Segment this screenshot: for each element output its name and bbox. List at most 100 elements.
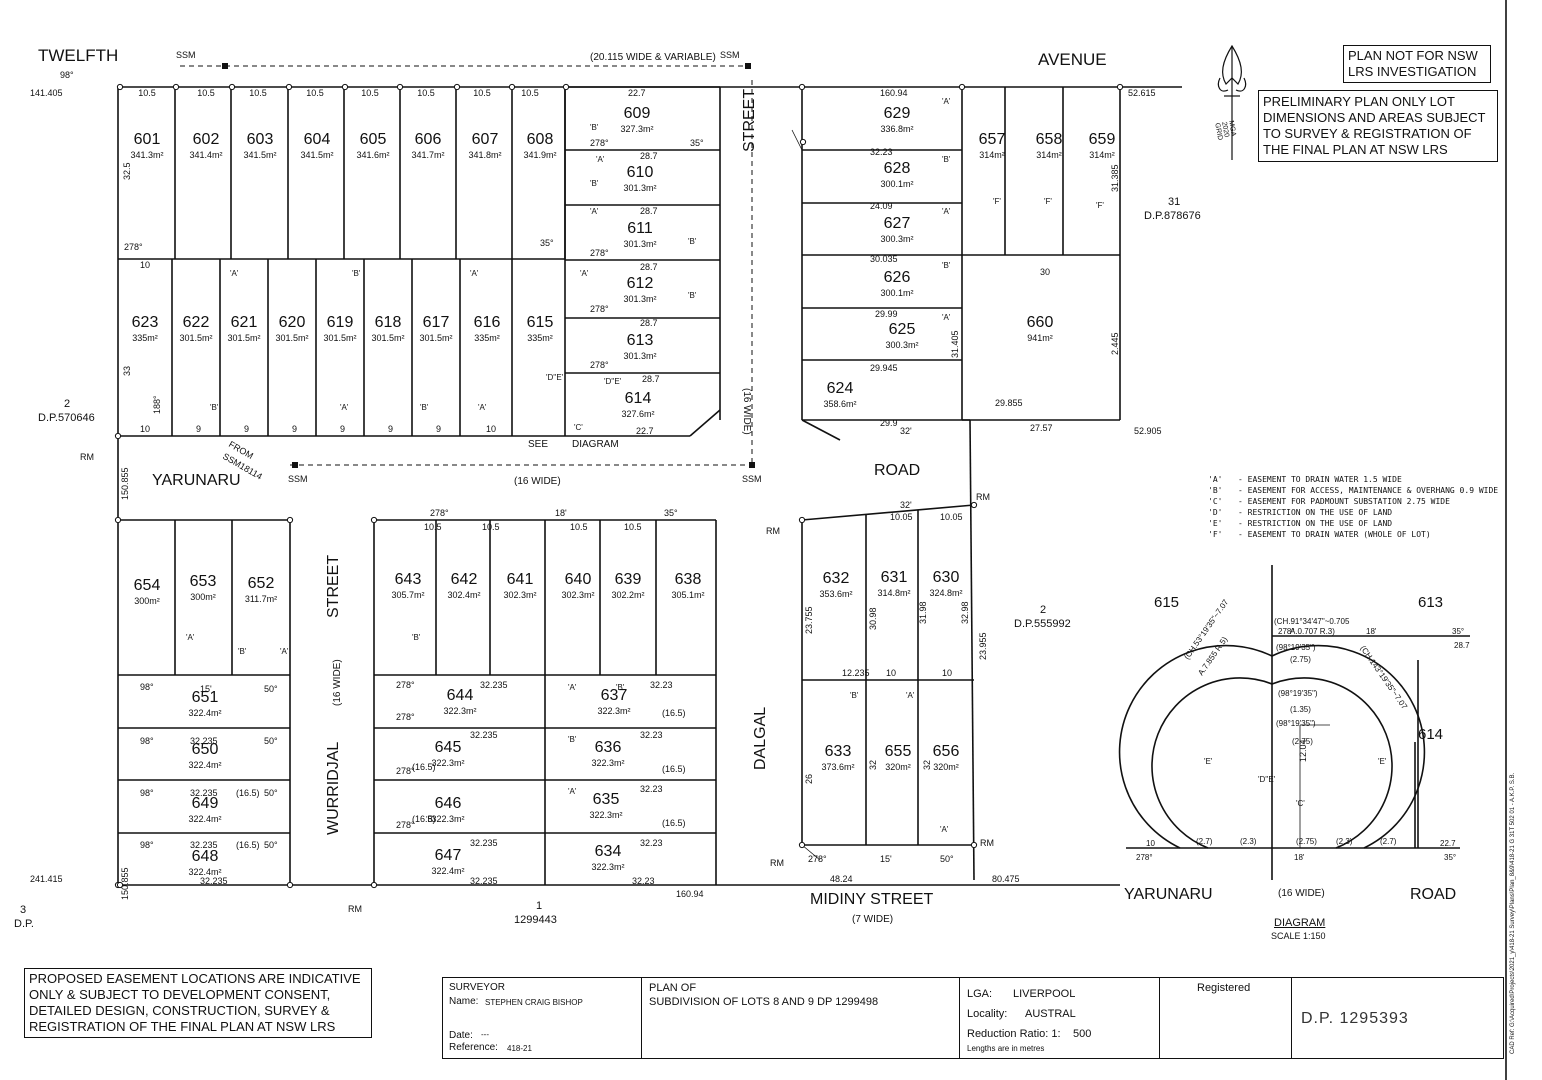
dimension-label: 32.23: [650, 680, 673, 690]
easement-label: 'D''E': [546, 373, 564, 382]
lot-656-number: 656: [933, 743, 960, 760]
survey-mark-icon: [172, 83, 180, 91]
dimension-label: (2.75): [1296, 837, 1317, 846]
dimension-label: 10: [140, 424, 150, 434]
survey-mark-icon: [799, 138, 807, 146]
survey-mark-icon: [396, 83, 404, 91]
lot-648-number: 648: [192, 848, 219, 865]
lot-610-number: 610: [627, 164, 654, 181]
dimension-label: 278°: [590, 360, 609, 370]
dimension-label: 28.7: [640, 206, 658, 216]
lot-647-area: 322.4m²: [431, 866, 464, 876]
diagram-road-width: (16 WIDE): [1278, 888, 1325, 899]
diagram-scale: SCALE 1:150: [1271, 931, 1326, 941]
easement-label: 'A': [590, 207, 599, 216]
dimension-label: (16.5): [662, 764, 686, 774]
note-proposed-text: PROPOSED EASEMENT LOCATIONS ARE INDICATI…: [29, 971, 361, 1034]
dimension-label: 32: [868, 760, 878, 770]
dimension-width: 10.5: [249, 88, 267, 98]
dimension-label: 24.09: [870, 201, 893, 211]
lot-609-number: 609: [624, 105, 651, 122]
easement-label: 'F': [993, 197, 1001, 206]
dimension-label: 28.7: [640, 151, 658, 161]
lot-622-number: 622: [183, 314, 210, 331]
dimension-label: 278°: [1136, 853, 1153, 862]
lot-640-number: 640: [565, 571, 592, 588]
dimension-label: (16.5): [412, 762, 436, 772]
ssm-marker-icon: [749, 462, 755, 468]
plan-linework: [114, 63, 1470, 889]
dimension-label: (2.7): [1380, 837, 1397, 846]
registered-label: Registered: [1197, 982, 1251, 994]
dimension-label: (2.75): [1290, 655, 1311, 664]
lot-622-area: 301.5m²: [179, 333, 212, 343]
survey-mark-label: RM: [766, 526, 780, 536]
dimension-label: 9: [436, 424, 441, 434]
dimension-label: 31.98: [918, 601, 928, 624]
dimension-width: 10.5: [417, 88, 435, 98]
easement-label: 'A': [340, 403, 349, 412]
easement-label: 'B': [942, 261, 951, 270]
lot-625-area: 300.3m²: [885, 340, 918, 350]
ratio-value: 500: [1073, 1028, 1092, 1040]
easement-label: 'D''E': [604, 377, 622, 386]
lot-636-number: 636: [595, 739, 622, 756]
ratio-label: Reduction Ratio: 1:: [967, 1028, 1061, 1040]
road-street-width: (16 WIDE): [741, 388, 752, 435]
lot-630-number: 630: [933, 569, 960, 586]
dimension-label: 160.94: [676, 889, 704, 899]
dimension-label: 'E': [1204, 757, 1213, 766]
dimension-label: 32.235: [200, 876, 228, 886]
dimension-label: 160.94: [880, 88, 908, 98]
road-street: STREET: [741, 88, 758, 152]
survey-mark-label: RM: [348, 904, 362, 914]
road-boundary: [969, 419, 975, 881]
date-value: ---: [481, 1030, 489, 1039]
survey-mark-label: RM: [80, 452, 94, 462]
lot-606-area: 341.7m²: [411, 150, 444, 160]
easement-label: 'B': [568, 735, 577, 744]
lot-604-area: 341.5m²: [300, 150, 333, 160]
see-diagram-label: DIAGRAM: [572, 439, 619, 450]
easement-label: 'A': [186, 633, 195, 642]
dimension-label: 150.855: [120, 867, 130, 900]
survey-mark-icon: [970, 841, 978, 849]
survey-mark-label: SSM: [720, 50, 740, 60]
note-proposed-easements: PROPOSED EASEMENT LOCATIONS ARE INDICATI…: [24, 968, 372, 1038]
dimension-label: 32': [900, 500, 912, 510]
dimension-label: (2.3): [1336, 837, 1353, 846]
survey-mark-icon: [562, 83, 570, 91]
easement-label: 'B': [942, 155, 951, 164]
lot-642-area: 302.4m²: [447, 590, 480, 600]
lot-660-number: 660: [1027, 314, 1054, 331]
title-divider-3: [1159, 978, 1160, 1058]
lot-657-area: 314m²: [979, 150, 1005, 160]
dimension-label: (2.75): [1292, 737, 1313, 746]
lot-631-area: 314.8m²: [877, 588, 910, 598]
dimension-label: 23.755: [804, 606, 814, 634]
lot-626-number: 626: [884, 269, 911, 286]
dimension-label: 32.235: [470, 730, 498, 740]
easement-label: 'B': [412, 633, 421, 642]
lot-629-area: 336.8m²: [880, 124, 913, 134]
survey-mark-icon: [958, 83, 966, 91]
lot-613-number: 613: [627, 332, 654, 349]
lot-625-number: 625: [889, 321, 916, 338]
road-midiny-width: (7 WIDE): [852, 914, 894, 925]
dimension-label: (CH.143°19'35"~7.07: [1358, 644, 1409, 711]
lot-652-number: 652: [248, 575, 275, 592]
dimension-label: 10.05: [940, 512, 963, 522]
easement-label: 'A': [568, 787, 577, 796]
dimension-label: 278°: [590, 304, 609, 314]
title-divider-1: [641, 978, 642, 1058]
lot-651-number: 651: [192, 689, 219, 706]
easement-label: 'A': [942, 97, 951, 106]
lot-603-area: 341.5m²: [243, 150, 276, 160]
lot-613-area: 301.3m²: [623, 351, 656, 361]
road-road: ROAD: [874, 462, 921, 479]
dimension-label: 50°: [940, 854, 954, 864]
lot-607-number: 607: [472, 131, 499, 148]
dimension-label: 10: [886, 668, 896, 678]
dimension-label: 9: [292, 424, 297, 434]
dimension-label: 30.98: [868, 607, 878, 630]
